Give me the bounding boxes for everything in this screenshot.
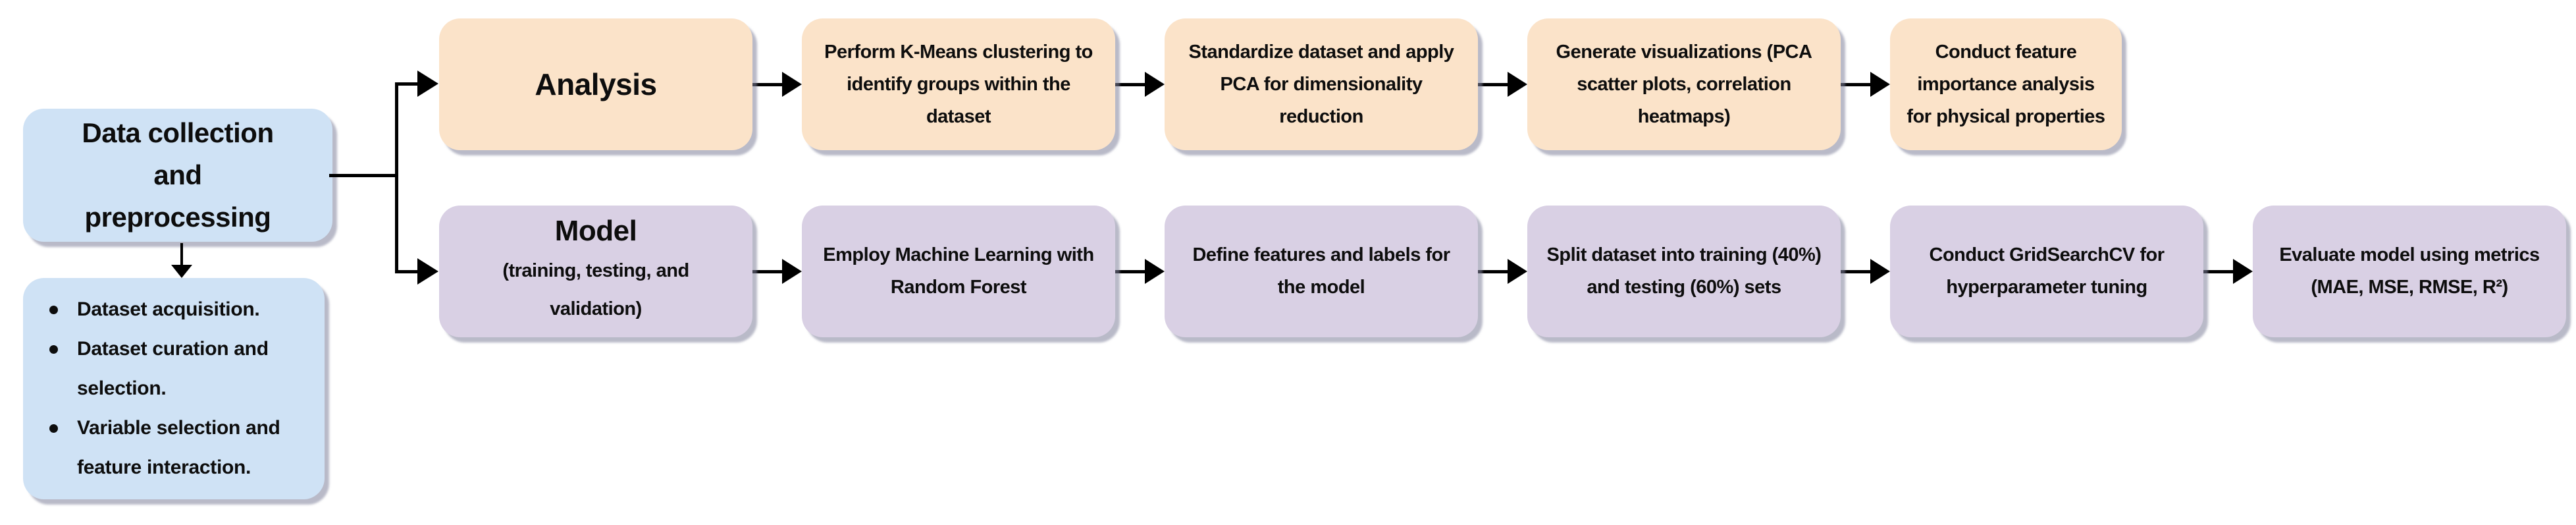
- arrowhead-icon: [782, 259, 802, 284]
- analysis-step-1-label: Perform K-Means clustering to identify g…: [824, 41, 1093, 127]
- down-connector-line: [180, 243, 183, 266]
- arrow-analysis-step3-to-step4: [1841, 18, 1890, 150]
- analysis-step-4-label: Conduct feature importance analysis for …: [1906, 41, 2105, 127]
- arrow-analysis-step1-to-step2: [1115, 18, 1165, 150]
- arrowhead-icon: [2233, 259, 2253, 284]
- analysis-step-2-label: Standardize dataset and apply PCA for di…: [1188, 41, 1454, 127]
- arrow-shaft: [2203, 269, 2233, 273]
- arrow-shaft: [1478, 82, 1508, 86]
- arrow-shaft: [1841, 82, 1870, 86]
- arrow-analysis-to-step1: [752, 18, 802, 150]
- arrow-shaft: [1478, 269, 1508, 273]
- node-model-step-5: Evaluate model using metrics (MAE, MSE, …: [2253, 206, 2566, 337]
- bullet-item: Dataset curation and selection.: [23, 329, 315, 408]
- arrowhead-icon: [782, 72, 802, 97]
- node-data-collection-label: Data collection and preprocessing: [82, 117, 274, 233]
- arrow-model-step3-to-step4: [1841, 206, 1890, 337]
- model-header-label: Model: [554, 215, 637, 247]
- arrow-model-to-step1: [752, 206, 802, 337]
- analysis-row: Analysis Perform K-Means clustering to i…: [439, 18, 2122, 150]
- arrow-shaft: [1841, 269, 1870, 273]
- arrow-shaft: [1115, 82, 1145, 86]
- arrow-analysis-step2-to-step3: [1478, 18, 1527, 150]
- node-model-step-2: Define features and labels for the model: [1165, 206, 1478, 337]
- analysis-step-3-label: Generate visualizations (PCA scatter plo…: [1556, 41, 1812, 127]
- down-arrowhead-icon: [171, 265, 192, 278]
- branch-top-line: [397, 82, 418, 86]
- node-analysis-step-1: Perform K-Means clustering to identify g…: [802, 18, 1115, 150]
- node-data-collection: Data collection and preprocessing: [23, 109, 332, 242]
- bullet-item: Variable selection and feature interacti…: [23, 408, 315, 487]
- branch-bottom-arrowhead-icon: [417, 258, 438, 285]
- arrow-model-step4-to-step5: [2203, 206, 2253, 337]
- analysis-header-label: Analysis: [535, 67, 657, 101]
- arrow-model-step2-to-step3: [1478, 206, 1527, 337]
- arrowhead-icon: [1508, 259, 1527, 284]
- model-step-4-label: Conduct GridSearchCV for hyperparameter …: [1929, 244, 2165, 298]
- branch-vertical-line: [395, 82, 398, 273]
- model-step-3-label: Split dataset into training (40%) and te…: [1546, 244, 1822, 298]
- model-step-2-label: Define features and labels for the model: [1192, 244, 1450, 298]
- preprocessing-bullet-list: Dataset acquisition. Dataset curation an…: [23, 290, 325, 487]
- branch-feed-line: [329, 174, 397, 177]
- node-model-step-3: Split dataset into training (40%) and te…: [1527, 206, 1841, 337]
- model-step-1-label: Employ Machine Learning with Random Fore…: [823, 244, 1094, 298]
- model-step-5-label: Evaluate model using metrics (MAE, MSE, …: [2279, 244, 2540, 298]
- node-analysis-step-2: Standardize dataset and apply PCA for di…: [1165, 18, 1478, 150]
- node-model-header: Model (training, testing, and validation…: [439, 206, 752, 337]
- bullet-item: Dataset acquisition.: [23, 290, 315, 329]
- arrowhead-icon: [1870, 72, 1890, 97]
- arrowhead-icon: [1508, 72, 1527, 97]
- arrow-shaft: [752, 269, 782, 273]
- arrowhead-icon: [1145, 259, 1165, 284]
- branch-top-arrowhead-icon: [417, 70, 438, 97]
- arrow-model-step1-to-step2: [1115, 206, 1165, 337]
- arrow-shaft: [1115, 269, 1145, 273]
- arrowhead-icon: [1870, 259, 1890, 284]
- branch-bottom-line: [397, 270, 418, 273]
- node-model-step-1: Employ Machine Learning with Random Fore…: [802, 206, 1115, 337]
- node-preprocessing-details: Dataset acquisition. Dataset curation an…: [23, 278, 325, 499]
- node-analysis-header: Analysis: [439, 18, 752, 150]
- arrowhead-icon: [1145, 72, 1165, 97]
- arrow-shaft: [752, 82, 782, 86]
- node-analysis-step-3: Generate visualizations (PCA scatter plo…: [1527, 18, 1841, 150]
- model-row: Model (training, testing, and validation…: [439, 206, 2566, 337]
- model-subheader-label: (training, testing, and validation): [502, 260, 689, 319]
- node-model-step-4: Conduct GridSearchCV for hyperparameter …: [1890, 206, 2203, 337]
- node-analysis-step-4: Conduct feature importance analysis for …: [1890, 18, 2122, 150]
